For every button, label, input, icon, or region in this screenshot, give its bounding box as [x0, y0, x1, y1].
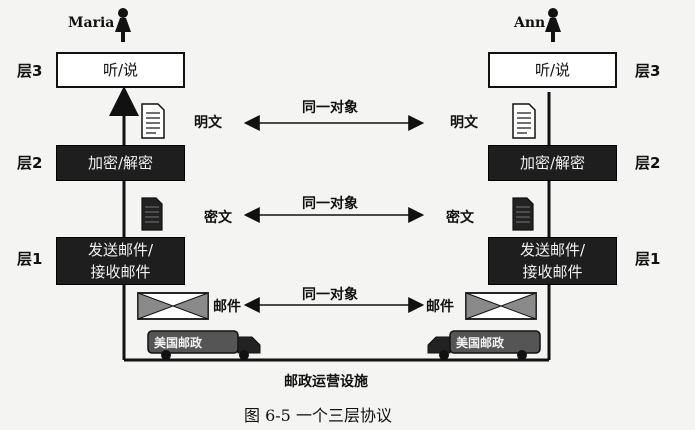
encrypt-decrypt-box-left: 加密/解密 — [56, 145, 185, 181]
send-receive-line2: 接收邮件 — [522, 263, 583, 281]
layer-label-3-right: 层3 — [635, 62, 661, 80]
listen-speak-box-right: 听/说 — [488, 52, 617, 88]
ciphertext-label-left: 密文 — [204, 210, 232, 226]
document-icon-right — [512, 103, 536, 139]
ciphertext-label-right: 密文 — [446, 210, 474, 226]
send-receive-line1: 发送邮件/ — [87, 241, 154, 259]
encrypted-document-icon-left — [141, 197, 163, 231]
document-icon-left — [141, 103, 165, 139]
send-receive-mail-box-right: 发送邮件/ 接收邮件 — [488, 237, 617, 285]
send-receive-mail-box-left: 发送邮件/ 接收邮件 — [56, 237, 185, 285]
layer-label-1-right: 层1 — [635, 250, 661, 268]
envelope-icon-right — [465, 292, 537, 320]
same-object-label-middle: 同一对象 — [302, 196, 358, 212]
listen-speak-box-left: 听/说 — [56, 52, 185, 88]
figure-caption: 图 6-5 一个三层协议 — [244, 406, 392, 425]
send-receive-line1: 发送邮件/ — [519, 241, 586, 259]
truck-text-left: 美国邮政 — [154, 336, 203, 350]
user-name-right: Ann — [514, 15, 546, 31]
encrypt-decrypt-box-right: 加密/解密 — [488, 145, 617, 181]
envelope-icon-left — [137, 292, 209, 320]
plaintext-label-left: 明文 — [194, 115, 222, 131]
layer-label-1-left: 层1 — [17, 250, 43, 268]
mail-label-left: 邮件 — [213, 299, 241, 315]
plaintext-label-right: 明文 — [450, 115, 478, 131]
layer-label-2-left: 层2 — [17, 154, 43, 172]
mail-truck-icon-left — [147, 330, 261, 360]
person-icon-left — [115, 8, 131, 42]
send-receive-line2: 接收邮件 — [90, 263, 151, 281]
encrypted-document-icon-right — [512, 197, 534, 231]
truck-text-right: 美国邮政 — [456, 336, 505, 350]
same-object-label-top: 同一对象 — [302, 100, 358, 116]
mail-label-right: 邮件 — [426, 299, 454, 315]
mail-truck-icon-right — [427, 330, 541, 360]
postal-facilities-label: 邮政运营设施 — [284, 374, 368, 390]
layer-label-3-left: 层3 — [17, 62, 43, 80]
person-icon-right — [545, 8, 561, 42]
layer-label-2-right: 层2 — [635, 154, 661, 172]
user-name-left: Maria — [68, 15, 115, 31]
same-object-label-bottom: 同一对象 — [302, 287, 358, 303]
